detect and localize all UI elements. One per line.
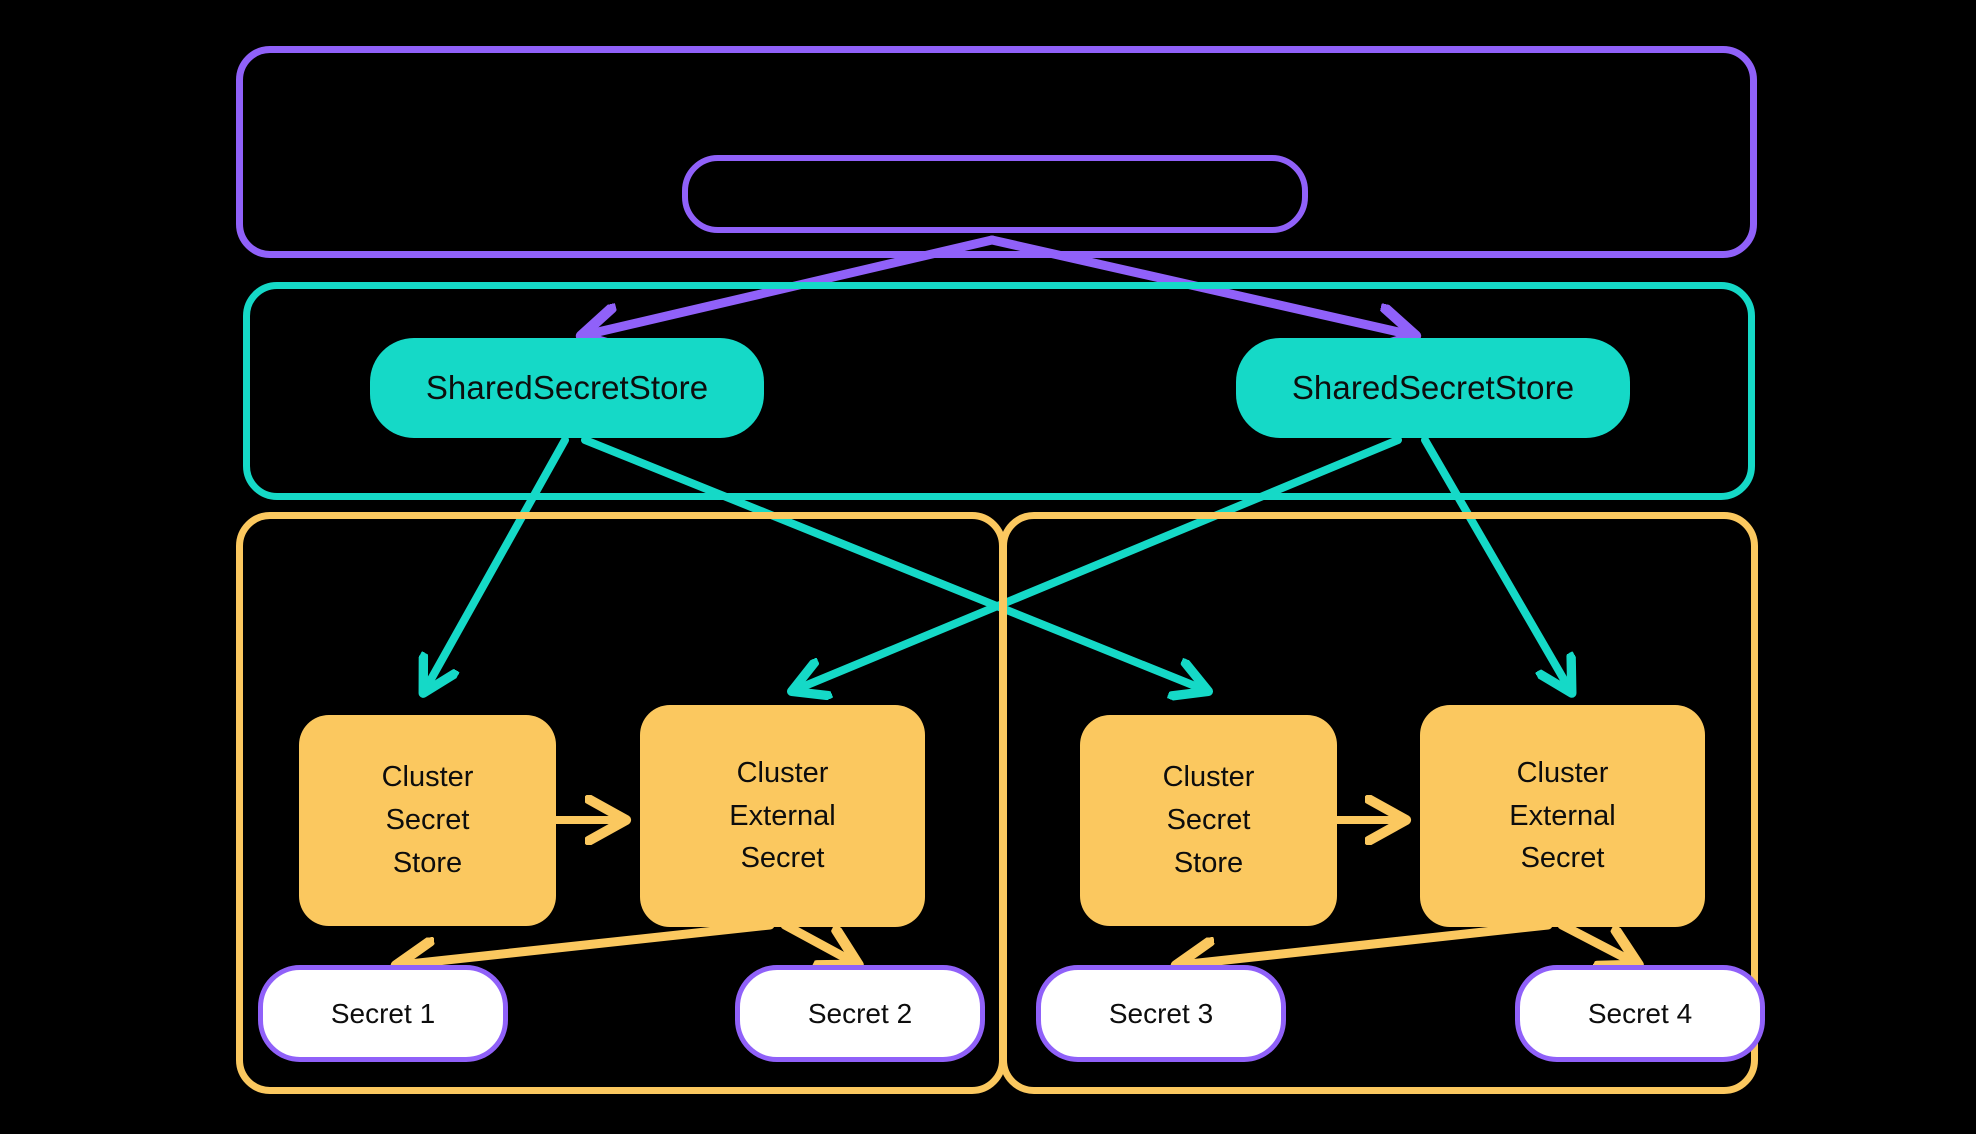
cluster-secret-store-a-line3: Store — [392, 846, 463, 879]
cluster-external-secret-a-line1: Cluster — [736, 756, 829, 789]
container-shared-store-layer — [243, 282, 1755, 500]
cluster-secret-store-a-line2: Secret — [385, 804, 470, 837]
cluster-external-secret-b-line1: Cluster — [1516, 756, 1609, 789]
cluster-external-secret-a[interactable]: Cluster External Secret — [640, 705, 925, 927]
container-cluster-b — [1000, 512, 1758, 1094]
cluster-secret-store-b-line2: Secret — [1166, 804, 1251, 837]
cluster-external-secret-a-line3: Secret — [740, 842, 825, 875]
cluster-secret-store-b-line3: Store — [1173, 846, 1244, 879]
secret-1-label: Secret 1 — [330, 997, 436, 1029]
cluster-external-secret-b-line3: Secret — [1520, 842, 1605, 875]
cluster-external-secret-b-line2: External — [1509, 799, 1616, 832]
secret-3-node[interactable]: Secret 3 — [1036, 965, 1286, 1062]
cluster-external-secret-b[interactable]: Cluster External Secret — [1420, 705, 1705, 927]
cluster-secret-store-a[interactable]: Cluster Secret Store — [299, 715, 556, 926]
cluster-external-secret-a-line2: External — [729, 799, 836, 832]
shared-secret-store-left-label: SharedSecretStore — [425, 368, 709, 406]
cluster-secret-store-b[interactable]: Cluster Secret Store — [1080, 715, 1337, 926]
cluster-secret-store-b-line1: Cluster — [1162, 761, 1255, 794]
secret-4-node[interactable]: Secret 4 — [1515, 965, 1765, 1062]
central-store-node[interactable] — [682, 155, 1308, 233]
cluster-secret-store-a-line1: Cluster — [381, 761, 474, 794]
shared-secret-store-right[interactable]: SharedSecretStore — [1236, 338, 1630, 438]
container-management-cluster — [236, 46, 1757, 258]
secret-2-label: Secret 2 — [807, 997, 913, 1029]
shared-secret-store-right-label: SharedSecretStore — [1291, 368, 1575, 406]
secret-2-node[interactable]: Secret 2 — [735, 965, 985, 1062]
secret-1-node[interactable]: Secret 1 — [258, 965, 508, 1062]
shared-secret-store-left[interactable]: SharedSecretStore — [370, 338, 764, 438]
secret-3-label: Secret 3 — [1108, 997, 1214, 1029]
secret-4-label: Secret 4 — [1587, 997, 1693, 1029]
